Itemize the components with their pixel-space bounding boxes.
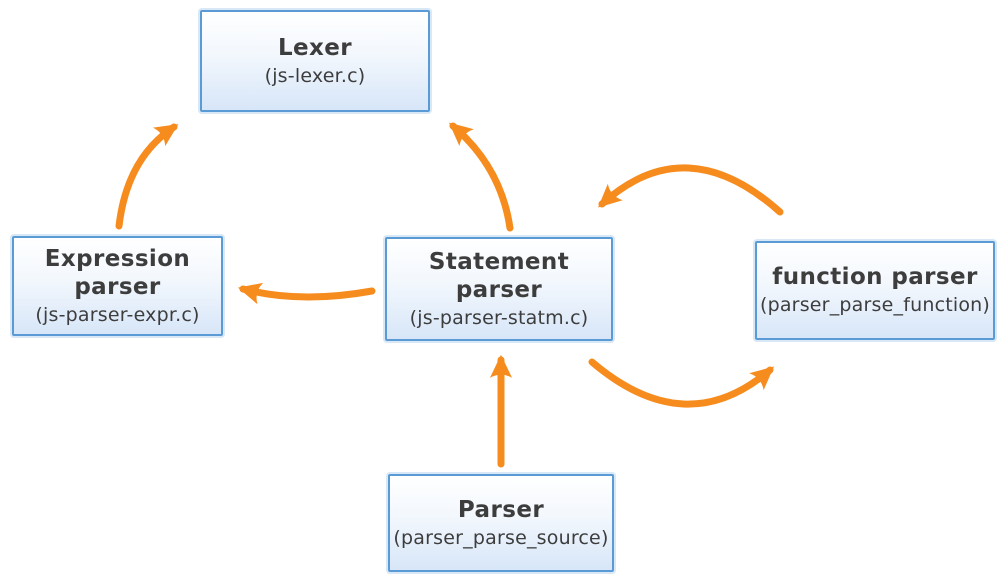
node-parser: Parser (parser_parse_source) [388, 474, 614, 572]
node-lexer-subtitle: (js-lexer.c) [264, 64, 366, 87]
node-lexer: Lexer (js-lexer.c) [200, 10, 430, 112]
node-expression-parser-subtitle: (js-parser-expr.c) [35, 303, 200, 326]
node-parser-subtitle: (parser_parse_source) [393, 526, 609, 549]
arrow-expression-parser-to-lexer [115, 123, 179, 230]
node-statement-parser-subtitle: (js-parser-statm.c) [409, 306, 589, 329]
arrow-statement-parser-to-lexer [448, 122, 514, 232]
arrow-statement-parser-to-expression-parser [237, 282, 376, 305]
node-parser-title: Parser [457, 496, 545, 523]
node-expression-parser: Expression parser (js-parser-expr.c) [12, 236, 223, 336]
node-statement-parser-title: Statement parser [428, 248, 570, 303]
node-function-parser-title: function parser [772, 264, 978, 291]
arrow-function-parser-to-statement-parser [598, 164, 784, 216]
arrow-statement-parser-to-function-parser [588, 358, 775, 408]
node-expression-parser-title: Expression parser [44, 245, 191, 300]
node-function-parser-subtitle: (parser_parse_function) [759, 294, 991, 317]
node-lexer-title: Lexer [277, 34, 353, 61]
node-statement-parser: Statement parser (js-parser-statm.c) [385, 237, 613, 341]
node-function-parser: function parser (parser_parse_function) [755, 241, 995, 340]
